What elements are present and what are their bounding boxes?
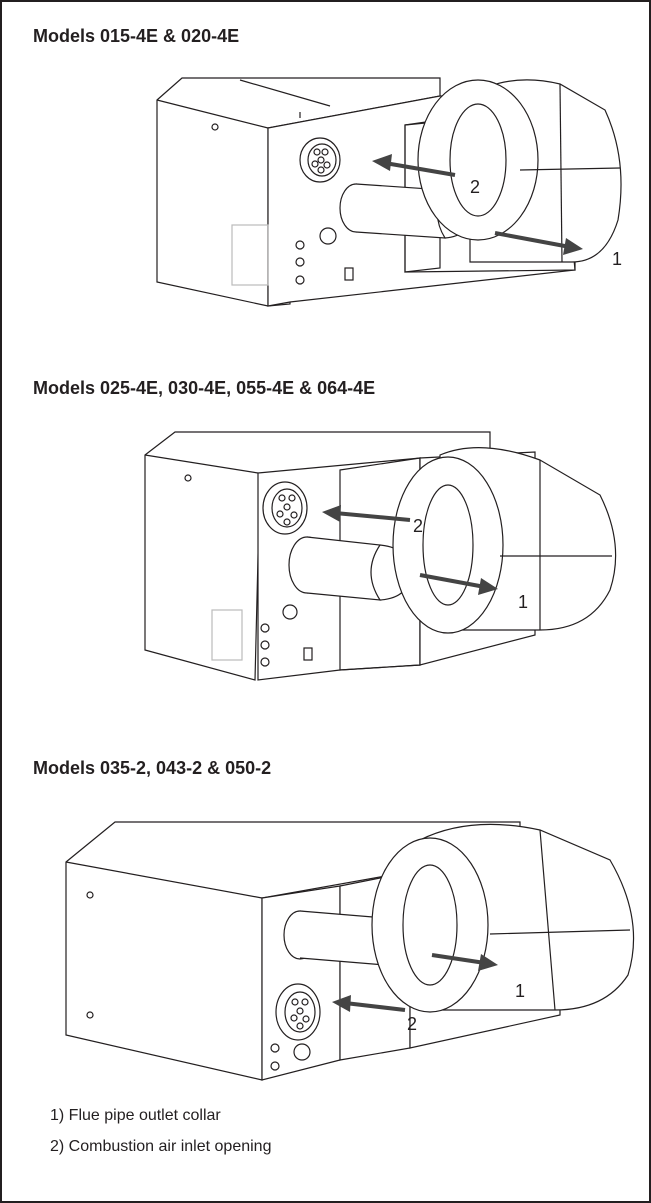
arrow-1-icon bbox=[431, 953, 498, 971]
figure-3-unit-drawing: 1 2 bbox=[65, 821, 635, 1081]
arrow-1-icon bbox=[494, 231, 583, 255]
figure-1-unit-drawing: 2 1 bbox=[156, 77, 622, 307]
controls bbox=[270, 1043, 311, 1071]
callout-2: 2 bbox=[470, 177, 480, 197]
controls bbox=[295, 227, 354, 285]
callout-1: 1 bbox=[612, 249, 622, 269]
callout-1: 1 bbox=[518, 592, 528, 612]
figure-3-title: Models 035-2, 043-2 & 050-2 bbox=[33, 758, 272, 778]
combustion-air-inlet bbox=[262, 481, 308, 535]
combustion-air-inlet bbox=[275, 983, 321, 1041]
arrow-2-icon bbox=[332, 995, 406, 1012]
blower-housing bbox=[417, 79, 622, 263]
callout-1: 1 bbox=[515, 981, 525, 1001]
figure-2-unit-drawing: 2 1 bbox=[144, 431, 617, 681]
blower-housing bbox=[371, 823, 635, 1013]
blower-housing bbox=[392, 447, 617, 634]
legend-item-2: 2) Combustion air inlet opening bbox=[50, 1138, 272, 1155]
arrow-2-icon bbox=[372, 154, 456, 177]
figure-2-title: Models 025-4E, 030-4E, 055-4E & 064-4E bbox=[33, 378, 376, 398]
combustion-air-inlet bbox=[299, 137, 341, 183]
legend-list: 1) Flue pipe outlet collar 2) Combustion… bbox=[50, 1107, 271, 1169]
callout-2: 2 bbox=[407, 1014, 417, 1034]
arrow-1-icon bbox=[419, 573, 498, 595]
figure-1-title: Models 015-4E & 020-4E bbox=[33, 26, 240, 46]
legend-item-1: 1) Flue pipe outlet collar bbox=[50, 1107, 221, 1124]
controls bbox=[260, 604, 313, 667]
arrow-2-icon bbox=[322, 505, 411, 522]
callout-2: 2 bbox=[413, 516, 423, 536]
